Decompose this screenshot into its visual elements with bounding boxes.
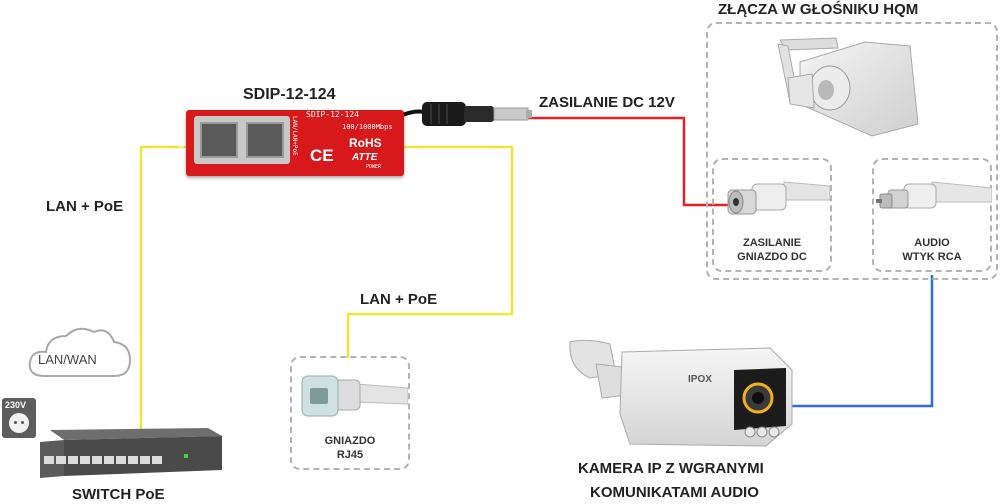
rj45-port-in [200,122,238,158]
adapter-rohs-text: RoHS [349,136,382,150]
power-socket-icon: 230V [2,398,36,438]
rj45-port-out [246,122,284,158]
audio-line-speaker-to-camera [790,275,934,408]
rj45-dual-ports [194,116,290,164]
power-line-label: ZASILANIE DC 12V [539,94,675,111]
rj45-socket-box [290,356,410,470]
cloud-label: LAN/WAN [38,352,97,367]
poe-switch-image [40,428,222,478]
device-model-label: SDIP-12-124 [243,86,336,103]
dc-socket-box [712,158,832,272]
camera-label-line1: KAMERA IP Z WGRANYMI [578,460,764,477]
dc-plug-image [400,102,532,126]
socket-face [9,413,29,433]
rj45-label-line1: GNIAZDO [324,435,376,447]
camera-brand: IPOX [688,374,712,385]
lan-poe-label-left: LAN + PoE [46,198,124,215]
adapter-speed-text: 100/1000Mbps [342,123,393,131]
sdip-adapter-board: LAN+PoE IN SDIP-12-124 LAN/LAN+PoE 100/1… [177,110,404,176]
adapter-ce-mark: CE [310,146,334,165]
adapter-port-left-text: LAN+PoE IN [177,124,184,161]
lan-poe-label-middle: LAN + PoE [360,291,438,308]
rca-plug-image [876,181,992,209]
adapter-model-text: SDIP-12-124 [306,110,359,119]
rj45-socket-image [301,375,408,417]
poe-line-adapter-to-rj45 [346,145,514,358]
switch-label: SWITCH PoE [72,486,165,503]
adapter-port-right-text: LAN/LAN+PoE [291,116,298,156]
dc-socket-label-line1: ZASILANIE [742,237,802,249]
camera-label-line2: KOMUNIKATAMI AUDIO [590,484,759,501]
dc-socket-label-line2: GNIAZDO DC [737,251,807,263]
audio-label-line1: AUDIO [914,237,950,249]
cloud-icon [28,327,132,377]
rj45-label-line2: RJ45 [336,449,364,461]
adapter-brand-sub-text: POWER [366,164,382,170]
dc-socket-image [727,181,830,215]
power-socket-label: 230V [5,400,27,410]
adapter-brand-text: ATTE [352,152,378,163]
audio-label-line2: WTYK RCA [902,251,962,263]
horn-speaker-image [777,37,919,137]
ip-camera-image [569,339,793,447]
rca-audio-box [872,158,992,272]
power-line-adapter-to-speaker [528,116,736,207]
poe-line-switch-to-adapter [139,145,192,430]
speaker-connectors-title: ZŁĄCZA W GŁOŚNIKU HQM [718,1,919,18]
speaker-connectors-box [706,22,998,280]
